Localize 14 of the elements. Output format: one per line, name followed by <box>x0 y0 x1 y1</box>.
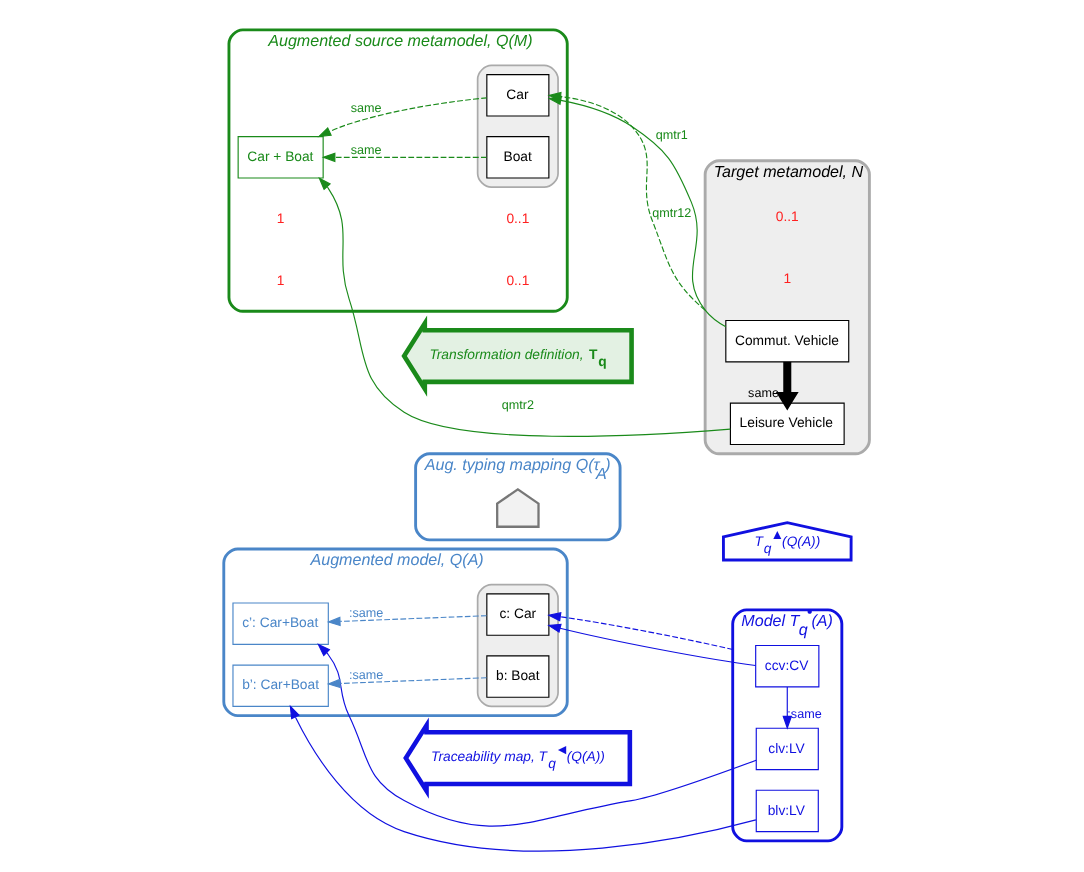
arrow <box>547 623 757 667</box>
arrow <box>317 643 757 827</box>
arrow <box>317 97 488 138</box>
node-arrow <box>496 487 540 528</box>
arrow <box>782 686 793 730</box>
arrow <box>289 704 757 852</box>
arrow <box>775 361 799 411</box>
cluster <box>476 64 559 189</box>
cluster <box>476 583 559 708</box>
arrow <box>326 677 488 689</box>
arrow <box>321 152 488 163</box>
arrow <box>326 615 488 627</box>
arrow <box>547 612 734 651</box>
arrow <box>318 176 731 437</box>
